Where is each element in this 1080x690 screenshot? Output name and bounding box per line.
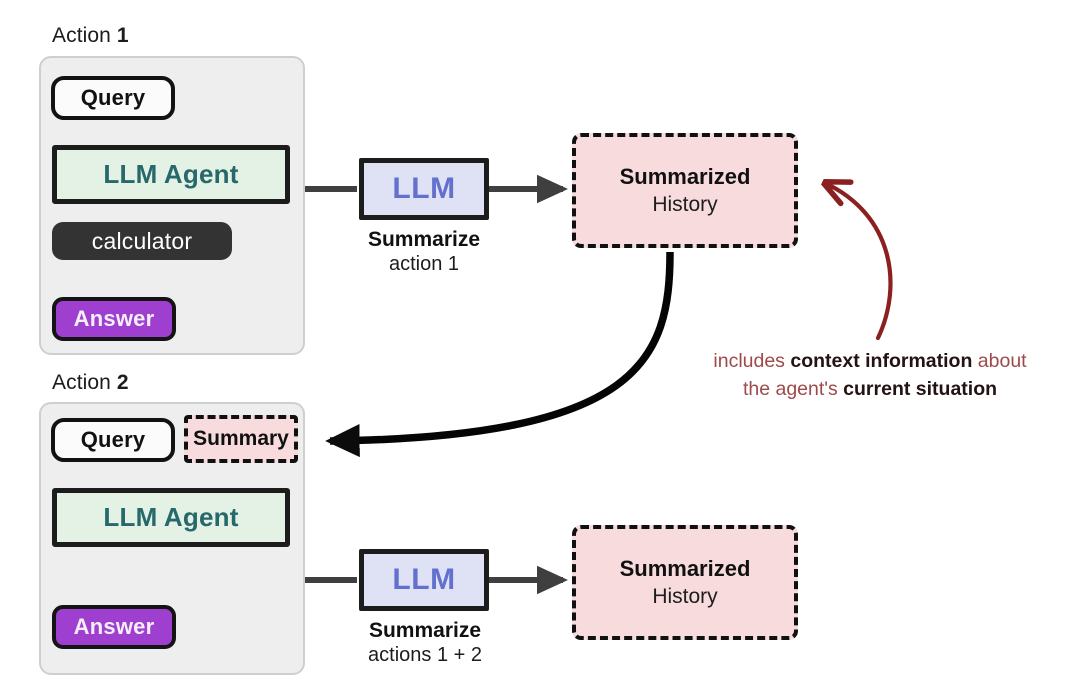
summarized-history-box-2[interactable]: Summarized History xyxy=(572,525,798,640)
llm-agent-box-1[interactable]: LLM Agent xyxy=(52,145,290,204)
curved-feedback-arrow-icon xyxy=(825,183,893,341)
llm-caption-2: Summarize actions 1 + 2 xyxy=(340,619,510,667)
llm-summarizer-box-2[interactable]: LLM xyxy=(359,549,489,611)
annotation-line2-bold: current situation xyxy=(843,377,998,400)
annotation-text: includes context information about the a… xyxy=(698,348,1042,403)
llm-caption-2-sub: actions 1 + 2 xyxy=(368,643,482,666)
annotation-line1-part1: includes xyxy=(713,350,791,372)
action-1-title-label: Action xyxy=(52,24,111,47)
action-1-title-number: 1 xyxy=(116,24,129,47)
history-2-sub: History xyxy=(652,585,718,609)
annotation-line1-part2: about xyxy=(972,350,1027,372)
history-1-title: Summarized xyxy=(619,163,751,189)
llm-caption-1: Summarize action 1 xyxy=(344,228,504,276)
annotation-line1-bold: context information xyxy=(790,350,973,372)
annotation-line2-part1: the agent's xyxy=(742,377,844,400)
summary-chip[interactable]: Summary xyxy=(184,415,298,463)
llm-caption-2-bold: Summarize xyxy=(368,619,482,642)
llm-summarizer-box-1[interactable]: LLM xyxy=(359,158,489,220)
history-2-title: Summarized xyxy=(619,555,751,581)
annotation-line-2: the agent's current situation xyxy=(698,376,1042,404)
tool-chip-calculator[interactable]: calculator xyxy=(52,222,232,260)
query-box-2[interactable]: Query xyxy=(51,418,175,462)
action-2-title: Action 2 xyxy=(52,371,129,395)
annotation-line-1: includes context information about xyxy=(698,348,1042,376)
action-2-title-number: 2 xyxy=(116,371,129,394)
action-1-title: Action 1 xyxy=(52,24,129,48)
llm-caption-1-sub: action 1 xyxy=(388,252,460,275)
action-2-title-label: Action xyxy=(52,371,111,394)
answer-box-2[interactable]: Answer xyxy=(52,605,176,649)
query-box-1[interactable]: Query xyxy=(51,76,175,120)
history-1-sub: History xyxy=(652,193,718,217)
answer-box-1[interactable]: Answer xyxy=(52,297,176,341)
llm-caption-1-bold: Summarize xyxy=(367,228,481,251)
summarized-history-box-1[interactable]: Summarized History xyxy=(572,133,798,248)
arrow-history-to-summary xyxy=(325,251,674,458)
llm-agent-box-2[interactable]: LLM Agent xyxy=(52,488,290,547)
